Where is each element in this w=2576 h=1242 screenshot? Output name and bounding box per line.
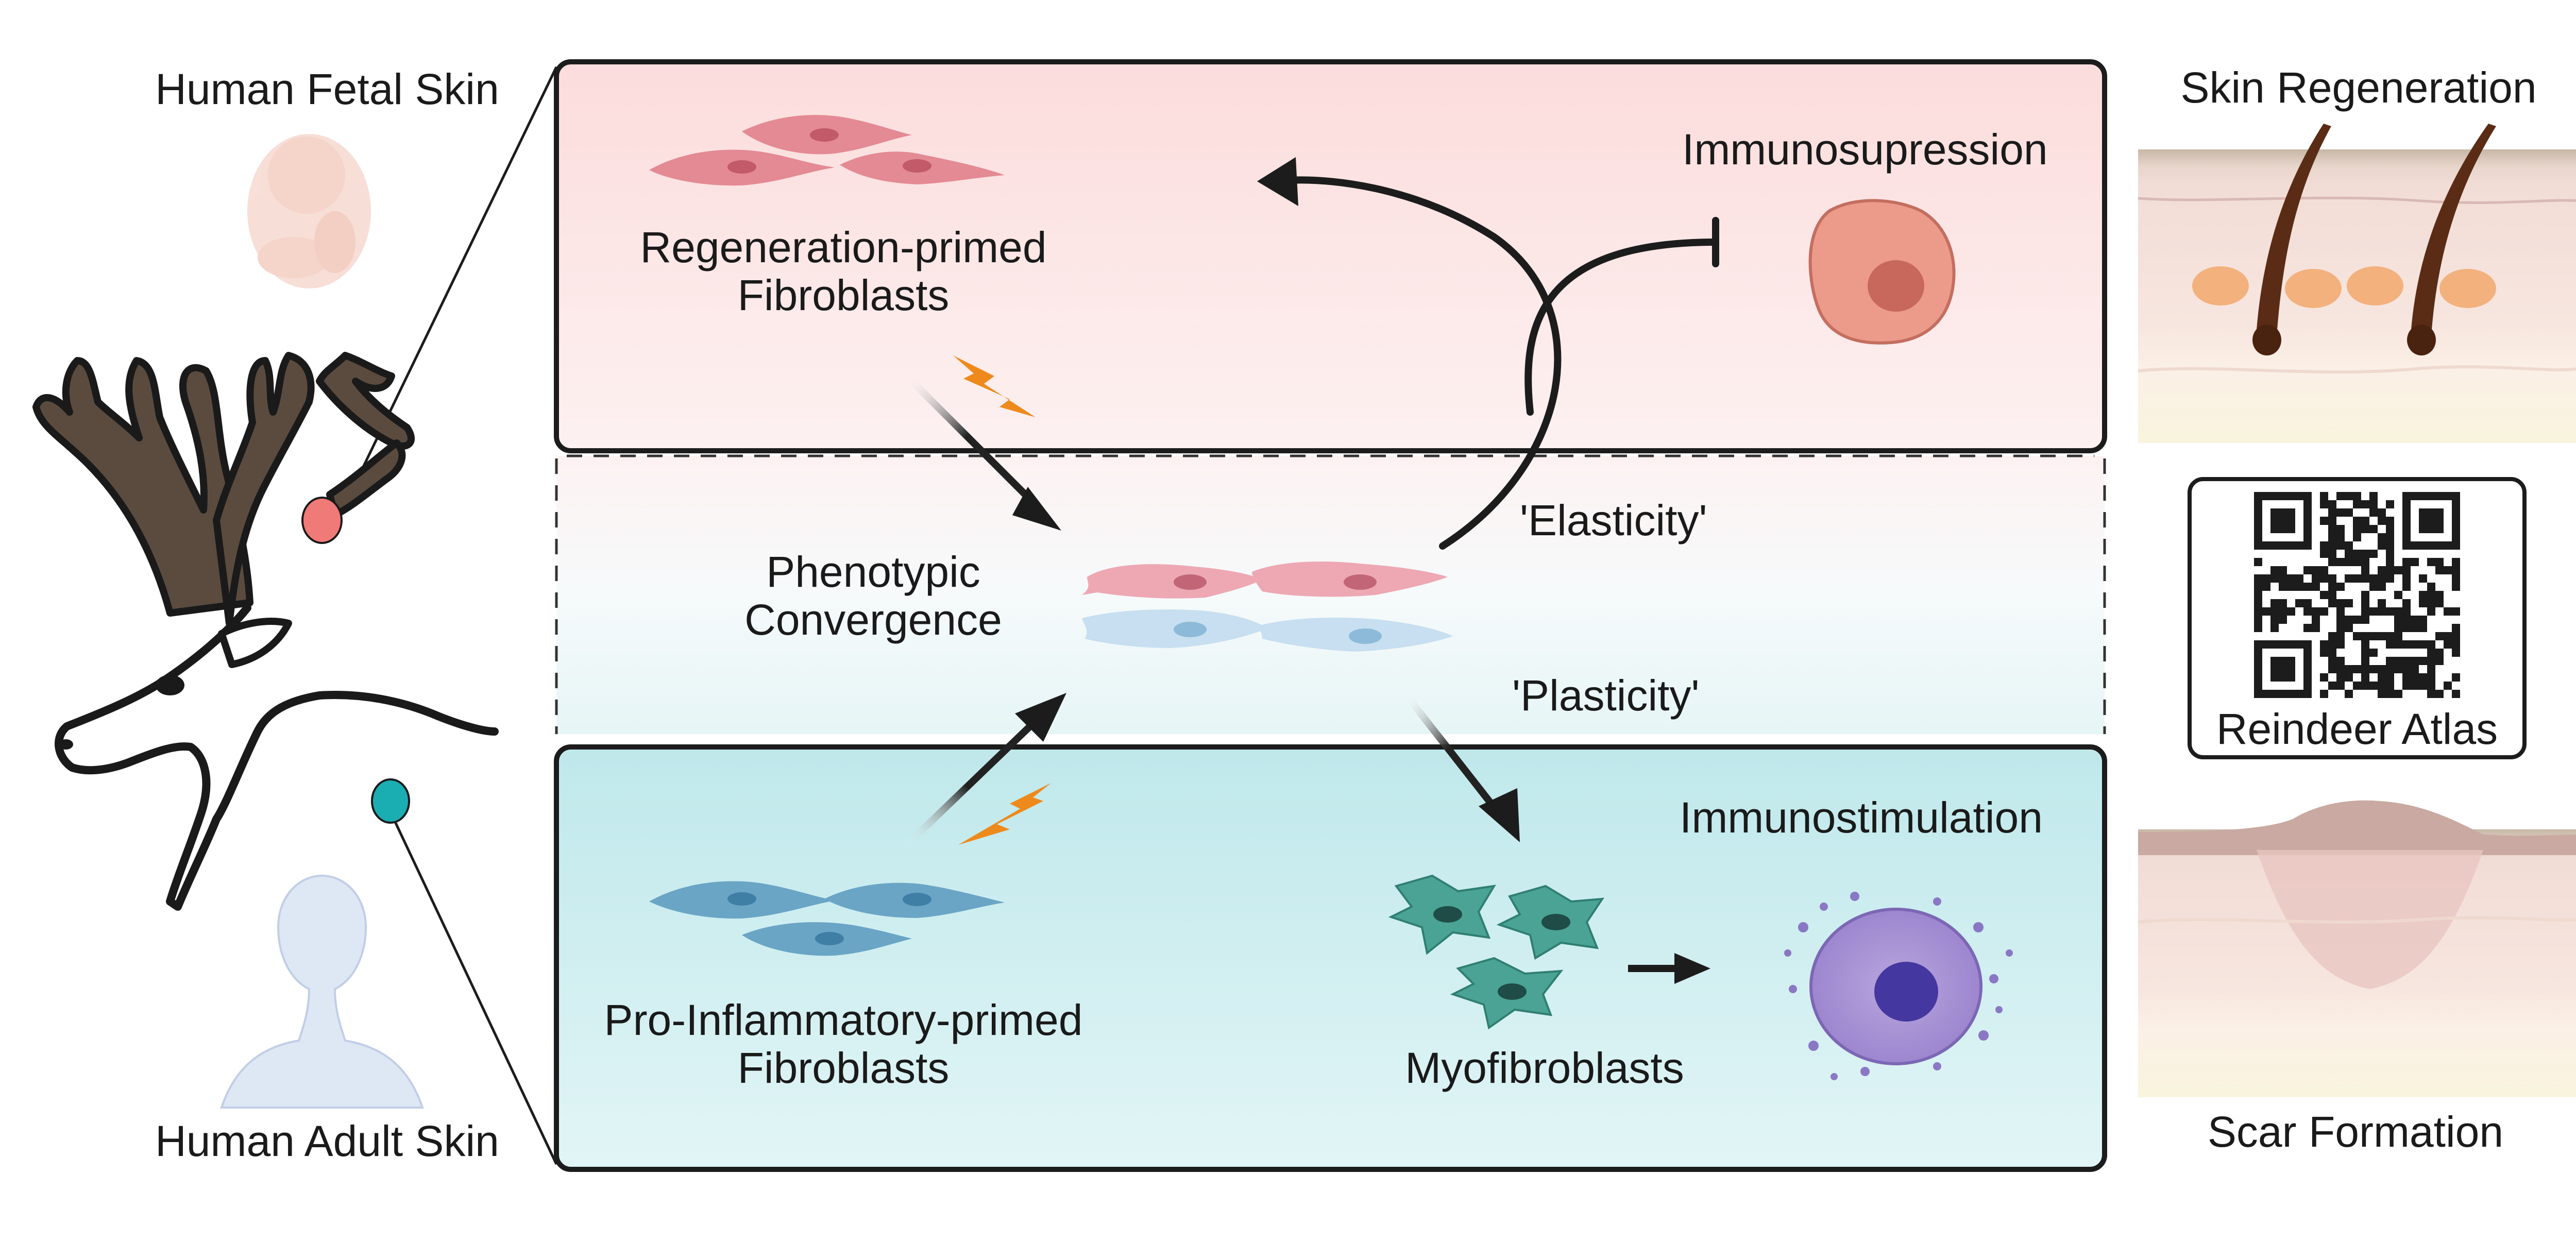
skin-regeneration-label: Skin Regeneration: [2180, 63, 2537, 112]
scar-formation-label: Scar Formation: [2207, 1108, 2504, 1156]
myofibroblast-to-immune-arrowhead: [1674, 953, 1710, 984]
reindeer-nose: [59, 739, 73, 750]
lightning-icon: [958, 783, 1051, 845]
myofibroblast-label: Myofibroblasts: [1405, 1044, 1684, 1092]
convergence-label-line1: Phenotypic: [766, 548, 980, 596]
human-adult-skin-label: Human Adult Skin: [155, 1117, 499, 1165]
hair-follicle-icon: [2347, 124, 2496, 355]
human-fetus-icon: [247, 134, 371, 288]
reindeer-atlas-label: Reindeer Atlas: [2216, 705, 2498, 753]
regeneration-fibroblast-cells: [649, 115, 1005, 186]
plasticity-arrow: [1403, 693, 1502, 816]
lightning-icon: [953, 355, 1036, 417]
inflammatory-fibroblast-label-line2: Fibroblasts: [737, 1044, 950, 1092]
adult-connector-line: [387, 808, 558, 1165]
myofibroblast-cells: [1388, 874, 1604, 1030]
fetal-skin-marker: [301, 497, 343, 544]
plasticity-label: 'Plasticity': [1512, 671, 1700, 720]
human-adult-icon: [220, 874, 424, 1109]
reindeer-antlers: [32, 352, 415, 627]
inflammatory-fibroblast-cells: [649, 881, 1005, 956]
reindeer-eye: [156, 675, 184, 695]
elasticity-arrowhead: [1257, 157, 1298, 206]
fetal-connector-line: [336, 66, 558, 521]
regeneration-fibroblast-label-line1: Regeneration-primed: [640, 223, 1047, 271]
immunosuppression-inhibition-line: [1524, 239, 1719, 416]
inflammatory-to-convergence-arrowhead: [1015, 693, 1066, 742]
convergence-label-line2: Convergence: [744, 596, 1002, 644]
skin-regeneration-illustration: [2138, 124, 2576, 443]
adult-skin-marker: [371, 778, 410, 824]
converging-fibroblast-cells: [1082, 562, 1453, 652]
inflammatory-to-convergence-arrow: [904, 713, 1043, 848]
human-fetal-skin-label: Human Fetal Skin: [155, 65, 499, 113]
regeneration-to-convergence-arrowhead: [1012, 487, 1061, 531]
regeneration-fibroblast-label-line2: Fibroblasts: [737, 271, 950, 319]
reindeer-illustration: [32, 352, 499, 911]
elasticity-label: 'Elasticity': [1520, 496, 1707, 545]
inflammatory-fibroblast-label-line1: Pro-Inflammatory-primed: [604, 996, 1083, 1044]
scar-formation-illustration: [2138, 800, 2576, 1097]
reindeer-atlas-qr-code[interactable]: [2188, 477, 2527, 759]
immunosuppressive-cell: [1808, 199, 1956, 345]
elasticity-arrow: [1284, 176, 1562, 550]
plasticity-arrowhead: [1479, 788, 1520, 842]
immunostimulation-label: Immunostimulation: [1680, 793, 2043, 842]
immunostimulatory-cell: [1784, 892, 2013, 1080]
panel-bottom-inflammatory: [554, 744, 2107, 1172]
regeneration-to-convergence-arrow: [904, 373, 1043, 513]
immunosuppression-label: Immunosupression: [1682, 125, 2048, 174]
reindeer-ear: [218, 618, 292, 668]
reindeer-head: [55, 604, 499, 911]
hair-follicle-icon: [2192, 124, 2342, 355]
